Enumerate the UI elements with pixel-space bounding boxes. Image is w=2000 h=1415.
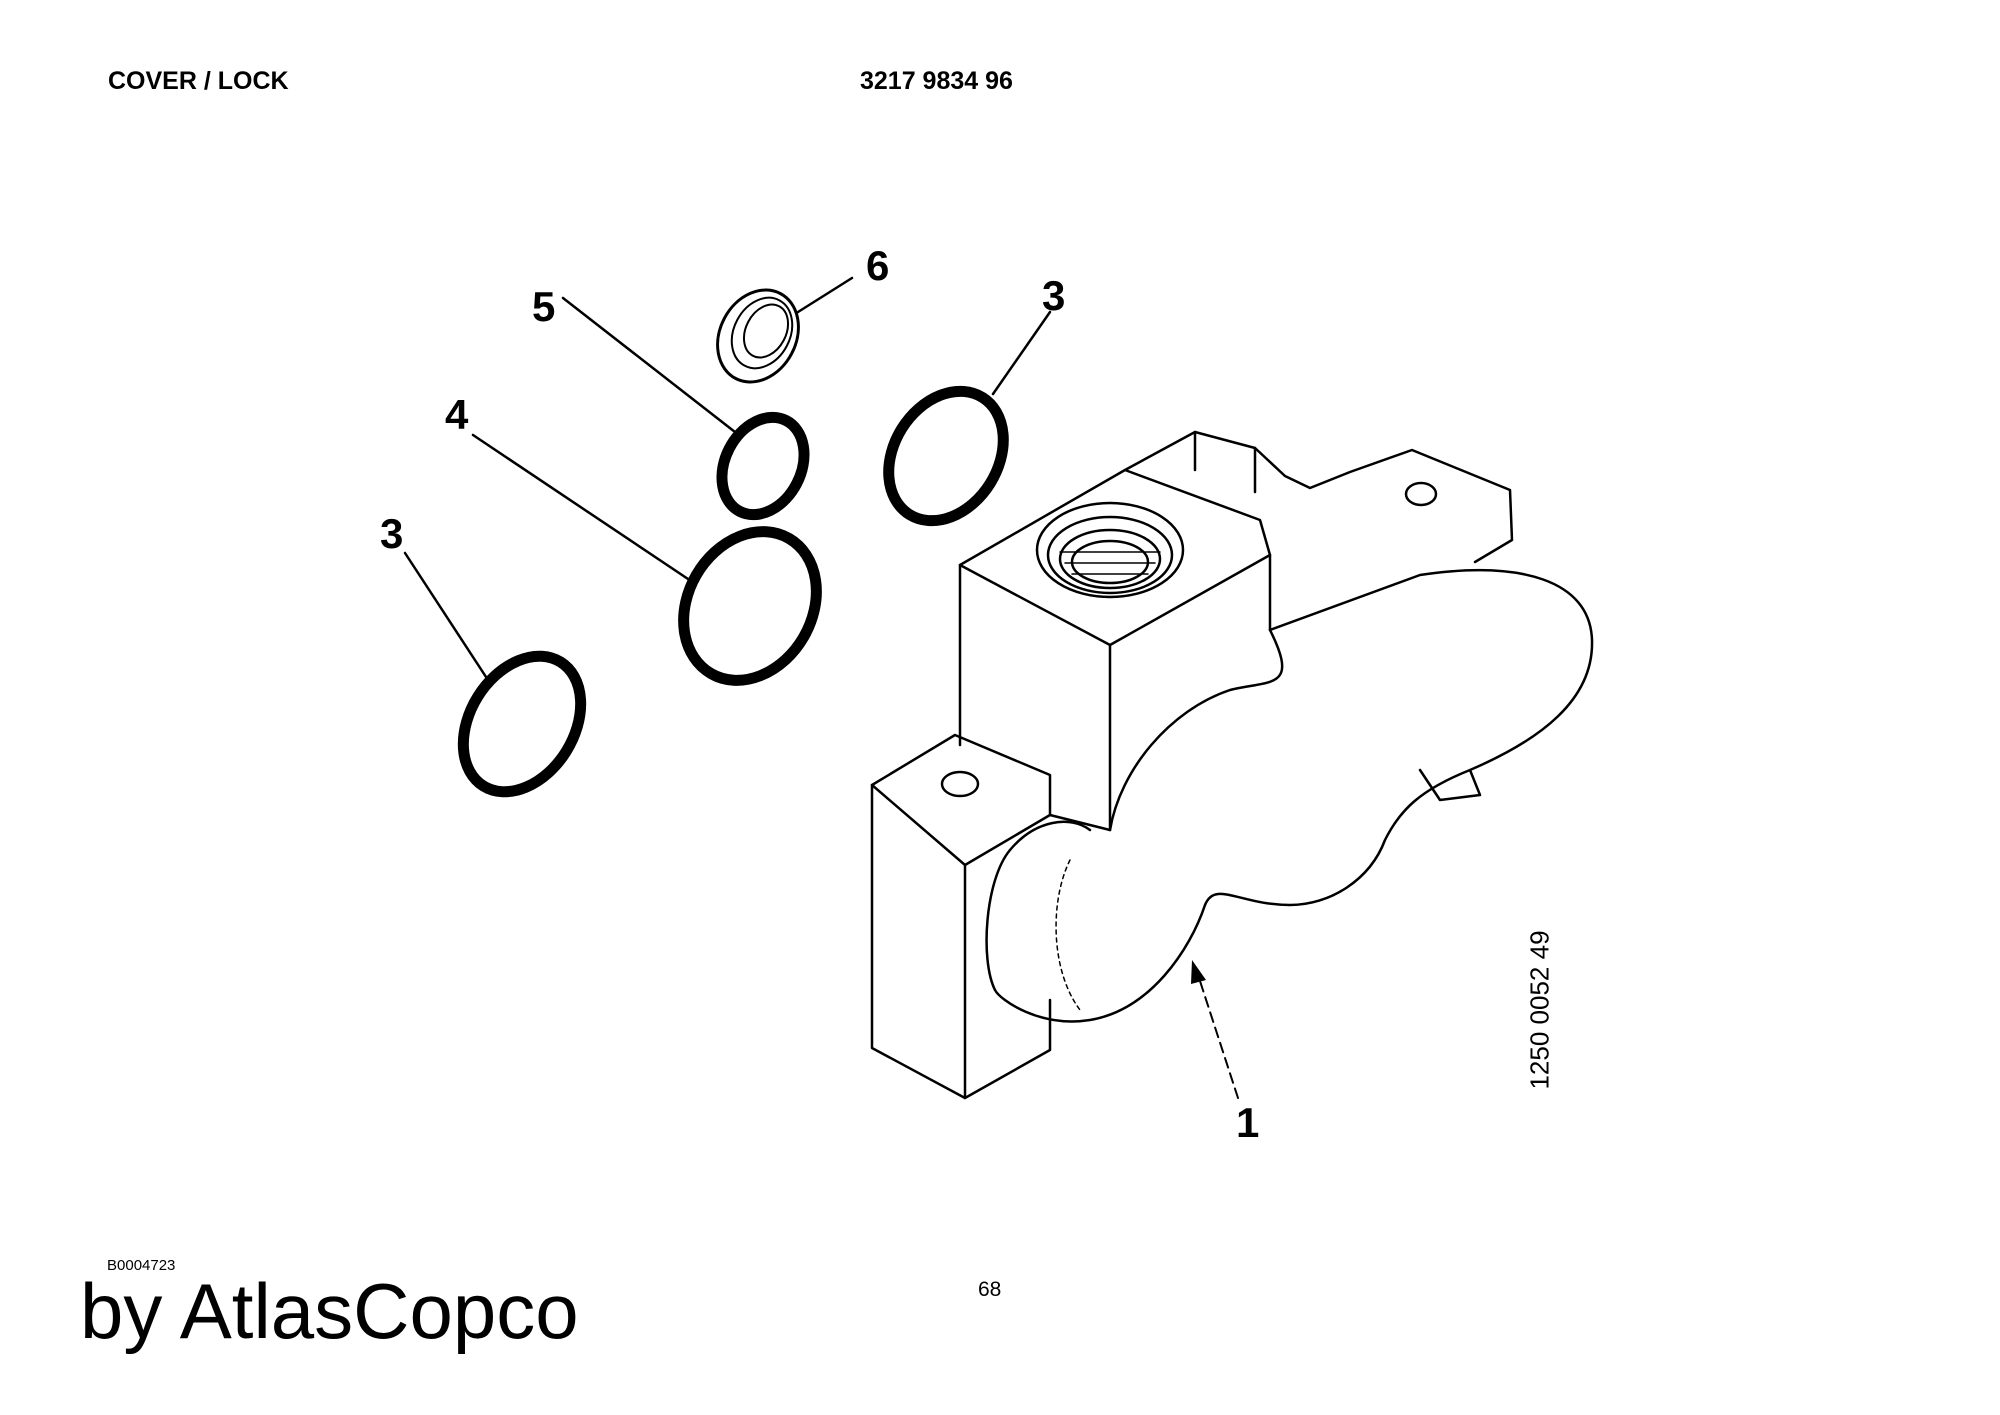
- document-number: 3217 9834 96: [860, 67, 1013, 95]
- part-6-seal-washer: [716, 288, 800, 384]
- callout-3-upper: 3: [1042, 272, 1066, 319]
- page-title: COVER / LOCK: [108, 67, 289, 95]
- brand-watermark: by AtlasCopco: [80, 1267, 579, 1355]
- callout-3-lower: 3: [380, 510, 404, 557]
- figure-code: B0004723: [107, 1257, 176, 1274]
- part-3-o-ring-upper: [883, 385, 1009, 527]
- callout-5: 5: [532, 283, 556, 330]
- part-5-o-ring: [716, 411, 810, 521]
- page-number: 68: [978, 1278, 1002, 1301]
- part-1-arrow: [1191, 960, 1239, 1099]
- callout-1: 1: [1236, 1099, 1260, 1146]
- part-1-cover-housing: [870, 430, 1594, 1100]
- callout-4: 4: [445, 391, 469, 438]
- part-4-o-ring: [678, 526, 822, 686]
- drawing-reference-code: 1250 0052 49: [1524, 930, 1555, 1090]
- callout-6: 6: [866, 242, 890, 289]
- leader-lines: [403, 276, 1052, 682]
- part-3-o-ring-lower: [457, 650, 587, 798]
